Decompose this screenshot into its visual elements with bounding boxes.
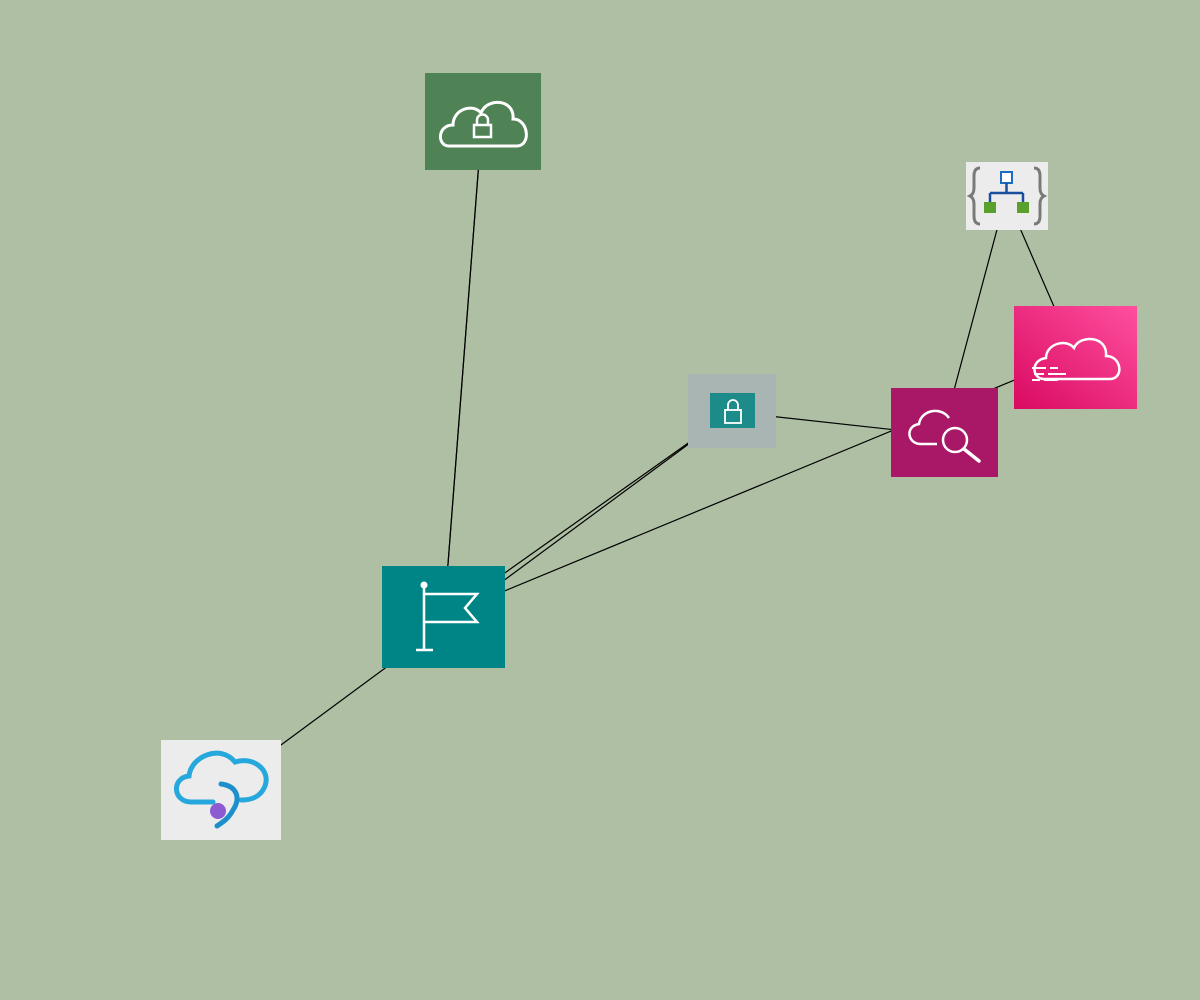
flag-node[interactable] [382,566,505,668]
cloud-lock-node[interactable] [425,73,541,170]
cloud-search-icon [891,388,998,477]
flag-icon [382,566,505,668]
edge-cloud-lock-to-flag [439,121,483,617]
template-hierarchy-node[interactable] [966,162,1048,230]
cloud-service-icon [161,740,281,840]
cloud-service-node[interactable] [161,740,281,840]
cloud-search-node[interactable] [891,388,998,477]
padlock-icon [688,374,776,448]
edge-flag-to-cloud-lock [443,121,487,617]
cloud-stream-icon [1014,306,1137,409]
template-hierarchy-icon [966,162,1048,230]
cloud-lock-icon [425,73,541,170]
cloud-stream-node[interactable] [1014,306,1137,409]
padlock-node[interactable] [688,374,776,448]
